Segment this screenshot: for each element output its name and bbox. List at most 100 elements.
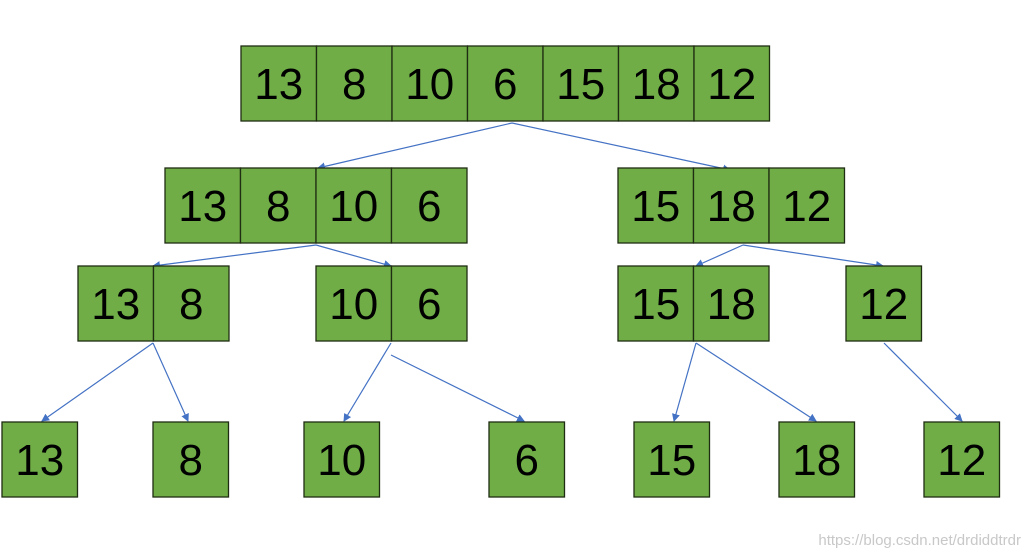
cell-value: 8 — [266, 182, 290, 231]
array-cell: 13 — [1, 421, 79, 498]
array-cell: 10 — [315, 265, 393, 342]
cell-value: 13 — [178, 182, 227, 231]
cell-box — [77, 265, 155, 342]
cell-value: 6 — [417, 182, 441, 231]
cell-box — [768, 167, 846, 244]
array-cell: 13 — [240, 45, 318, 122]
cell-value: 12 — [707, 60, 756, 109]
array-12: 12 — [845, 265, 923, 342]
cell-value: 10 — [405, 60, 454, 109]
cell-box — [542, 45, 620, 122]
array-cell: 18 — [617, 45, 695, 122]
leaf-18: 18 — [778, 421, 856, 498]
cell-value: 6 — [493, 60, 517, 109]
array-cell: 18 — [692, 167, 770, 244]
cell-value: 8 — [179, 436, 203, 485]
cell-box — [845, 265, 923, 342]
cell-box — [488, 421, 566, 498]
cell-value: 6 — [417, 280, 441, 329]
cell-box — [923, 421, 1001, 498]
cell-box — [239, 167, 317, 244]
array-cell: 18 — [778, 421, 856, 498]
cell-box — [152, 265, 230, 342]
cell-value: 12 — [859, 280, 908, 329]
array-cell: 6 — [390, 265, 468, 342]
arrow-array-left-half-to-array-10-6 — [315, 244, 392, 268]
arrow-array-right-half-to-array-12 — [742, 244, 884, 269]
cell-value: 8 — [179, 280, 203, 329]
arrow-array-12-to-leaf-12 — [883, 342, 963, 422]
arrow-array-10-6-to-leaf-6 — [390, 354, 525, 422]
cell-value: 12 — [782, 182, 831, 231]
arrow-array-13-8-to-leaf-8 — [152, 342, 189, 422]
array-cell: 6 — [390, 167, 468, 244]
array-13-8: 13 8 — [77, 265, 230, 342]
cell-box — [315, 167, 393, 244]
cell-value: 15 — [631, 182, 680, 231]
array-cell: 8 — [152, 265, 230, 342]
edges — [41, 122, 963, 422]
cell-box — [303, 421, 381, 498]
cell-box — [1, 421, 79, 498]
array-left-half: 13 8 10 6 — [164, 167, 468, 244]
array-cell: 13 — [77, 265, 155, 342]
cell-value: 18 — [707, 182, 756, 231]
array-cell: 15 — [542, 45, 620, 122]
leaf-8: 8 — [152, 421, 230, 498]
cell-value: 10 — [317, 436, 366, 485]
cell-box — [315, 45, 393, 122]
leaf-12: 12 — [923, 421, 1001, 498]
cell-box — [778, 421, 856, 498]
arrow-array-15-18-to-leaf-18 — [695, 342, 817, 422]
cell-value: 10 — [329, 280, 378, 329]
array-cell: 12 — [768, 167, 846, 244]
arrow-array-full-to-array-right-half — [511, 122, 731, 173]
arrow-array-13-8-to-leaf-13 — [41, 342, 154, 422]
cell-box — [466, 45, 544, 122]
array-cell: 6 — [488, 421, 566, 498]
array-cell: 8 — [315, 45, 393, 122]
cell-box — [633, 421, 711, 498]
watermark-text: https://blog.csdn.net/drdiddtrdr — [818, 532, 1021, 549]
array-cell: 10 — [303, 421, 381, 498]
cell-box — [692, 265, 770, 342]
array-cell: 12 — [923, 421, 1001, 498]
leaf-13: 13 — [1, 421, 79, 498]
cell-value: 13 — [15, 436, 64, 485]
cell-box — [390, 265, 468, 342]
array-cell: 13 — [164, 167, 242, 244]
cell-value: 12 — [937, 436, 986, 485]
array-cell: 18 — [692, 265, 770, 342]
cell-box — [692, 167, 770, 244]
cell-box — [617, 45, 695, 122]
cell-box — [617, 265, 695, 342]
array-cell: 8 — [239, 167, 317, 244]
cell-box — [315, 265, 393, 342]
cell-value: 18 — [632, 60, 681, 109]
cell-value: 18 — [707, 280, 756, 329]
array-cell: 10 — [391, 45, 469, 122]
leaf-6: 6 — [488, 421, 566, 498]
arrow-array-right-half-to-array-15-18 — [695, 244, 744, 267]
cell-box — [391, 45, 469, 122]
cell-value: 15 — [631, 280, 680, 329]
array-cell: 10 — [315, 167, 393, 244]
cell-box — [152, 421, 230, 498]
array-cell: 12 — [693, 45, 771, 122]
array-cell: 8 — [152, 421, 230, 498]
cell-value: 13 — [91, 280, 140, 329]
cell-value: 10 — [329, 182, 378, 231]
array-cell: 12 — [845, 265, 923, 342]
leaf-15: 15 — [633, 421, 711, 498]
array-cell: 15 — [633, 421, 711, 498]
cell-value: 15 — [556, 60, 605, 109]
cell-box — [390, 167, 468, 244]
arrow-array-left-half-to-array-13-8 — [152, 244, 317, 270]
cell-value: 6 — [515, 436, 539, 485]
array-cell: 6 — [466, 45, 544, 122]
cell-value: 13 — [254, 60, 303, 109]
arrow-array-15-18-to-leaf-15 — [672, 342, 697, 422]
